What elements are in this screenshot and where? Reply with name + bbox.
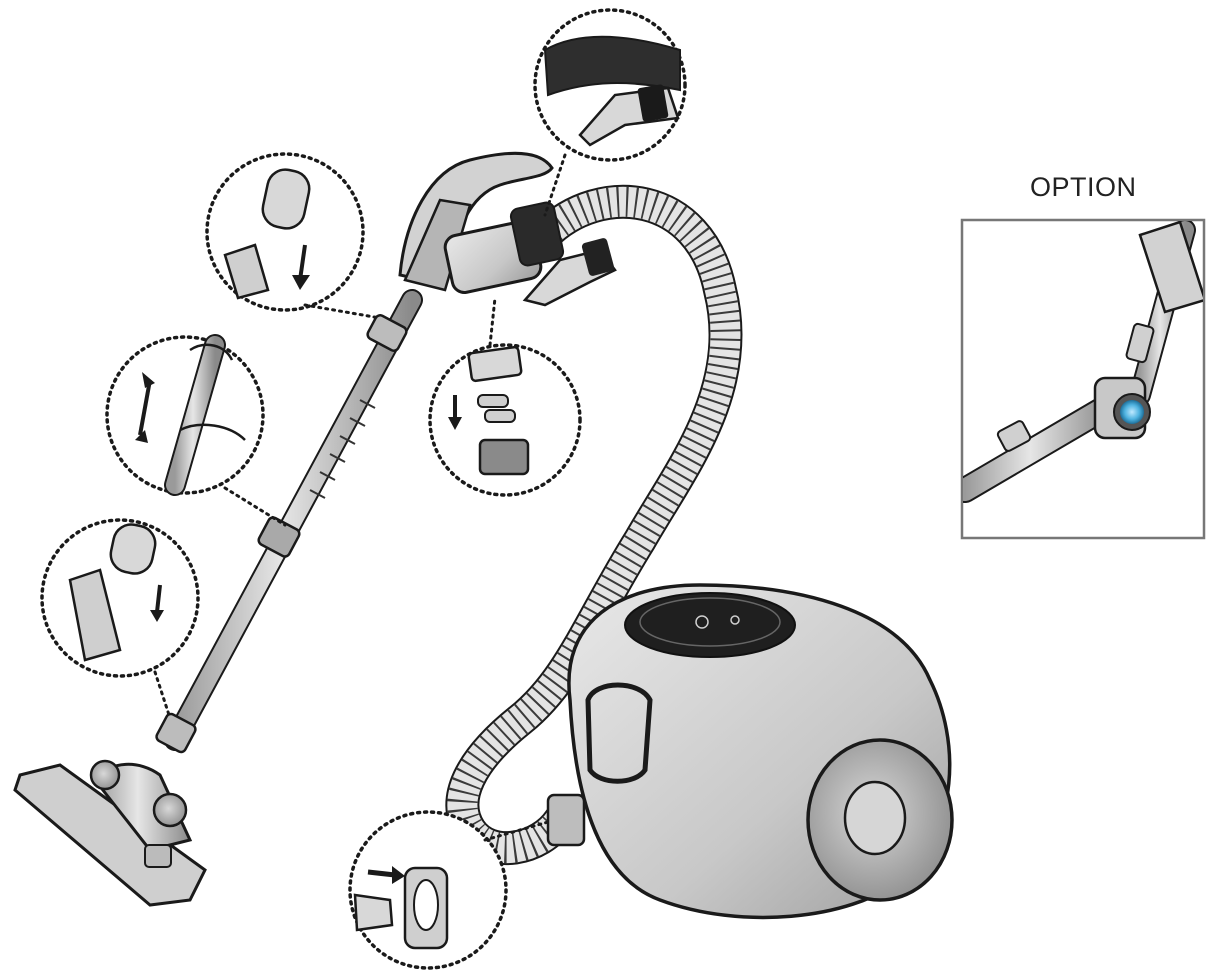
pipe-lower-collar xyxy=(155,712,197,754)
telescopic-pipe xyxy=(155,289,423,754)
vacuum-body xyxy=(546,583,954,920)
handle-control-panel xyxy=(403,198,472,292)
callout-content-hose-to-body xyxy=(353,866,449,950)
callout-content-battery xyxy=(448,345,530,476)
option-label: OPTION xyxy=(1030,172,1137,202)
hose-cuff-dark xyxy=(509,201,565,267)
hose-inlet xyxy=(546,793,586,847)
pipe-upper-collar xyxy=(366,314,408,352)
callout-content-handle-to-pipe xyxy=(223,168,311,300)
hand-icon xyxy=(189,343,234,361)
pipe-middle-collar xyxy=(257,516,301,558)
arrow-up-down-icon xyxy=(138,379,152,436)
option-inset xyxy=(960,218,1206,540)
floor-brush xyxy=(13,759,207,907)
arrow-down-icon xyxy=(155,584,162,613)
callout-content-pipe-to-brush xyxy=(68,523,164,662)
control-dial xyxy=(624,592,796,658)
option-led-light xyxy=(1120,400,1144,424)
battery-icon xyxy=(477,394,509,408)
callout-content-accessory-clip xyxy=(543,35,681,147)
callout-content-pipe-adjustment xyxy=(135,334,246,496)
power-icon xyxy=(695,615,709,629)
arrow-right-icon xyxy=(367,869,396,878)
hose-handle xyxy=(398,151,617,307)
arrow-down-icon xyxy=(298,244,307,281)
callout-leaders xyxy=(153,153,567,842)
